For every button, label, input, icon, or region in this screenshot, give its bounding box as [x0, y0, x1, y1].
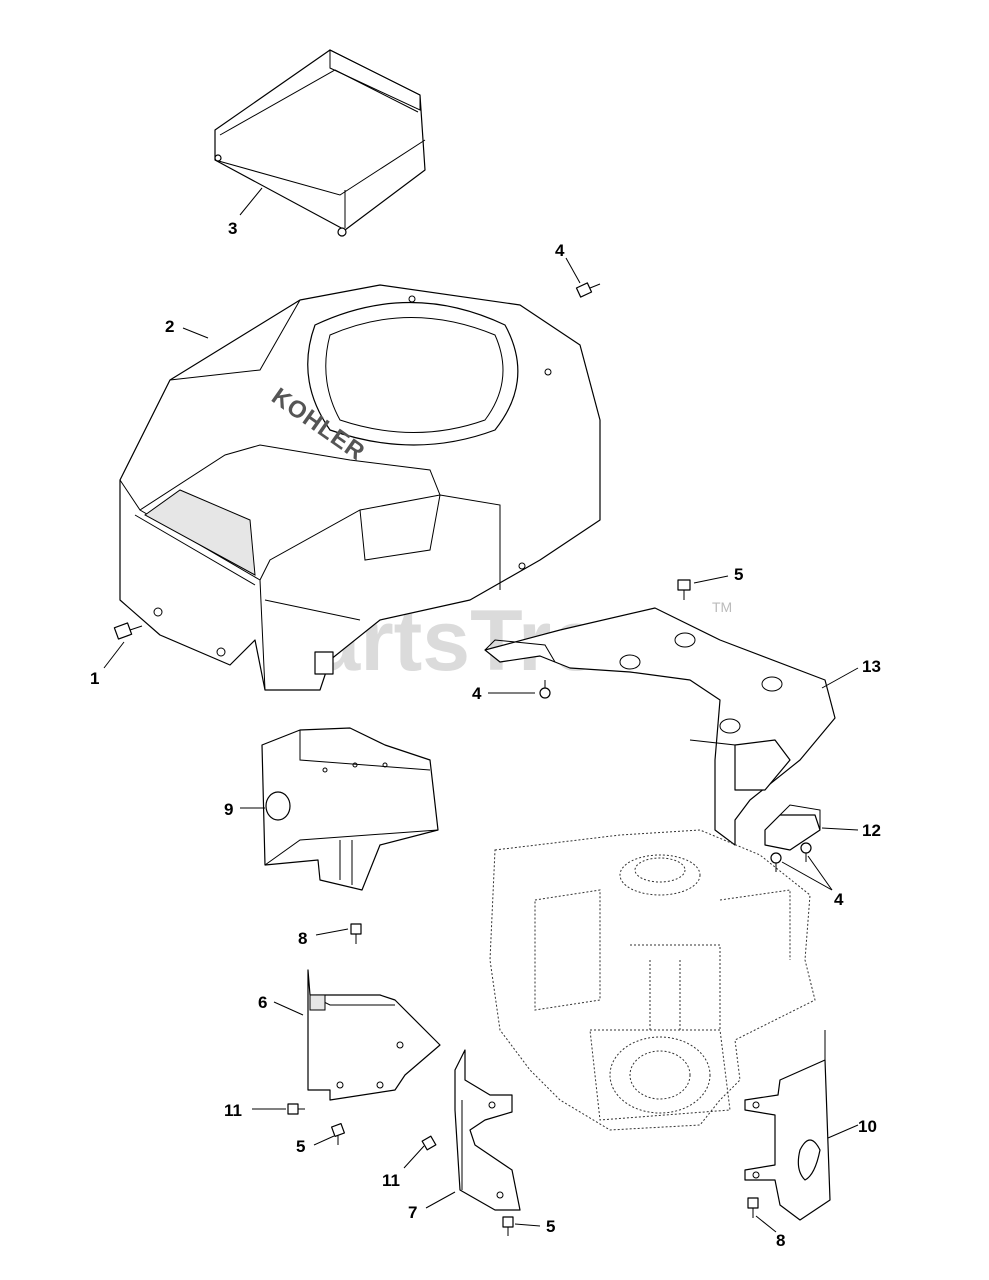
part-4-screw-pair[interactable]: [770, 842, 812, 872]
part-3-cover[interactable]: [214, 49, 426, 237]
callout-5-left[interactable]: 5: [296, 1137, 305, 1156]
callout-11-left[interactable]: 11: [224, 1101, 242, 1120]
callout-4-mid[interactable]: 4: [472, 684, 482, 703]
part-7-bracket[interactable]: [454, 1049, 521, 1211]
callout-11-mid[interactable]: 11: [382, 1171, 400, 1190]
callout-4-top[interactable]: 4: [555, 241, 565, 260]
callout-4-pair[interactable]: 4: [834, 890, 844, 909]
engine-block-outline: [489, 829, 816, 1131]
callout-6[interactable]: 6: [258, 993, 267, 1012]
leader-lines: [103, 187, 859, 1233]
part-13-baffle[interactable]: [484, 607, 836, 846]
callout-5-bottom[interactable]: 5: [546, 1217, 555, 1236]
part-5-screw-upper[interactable]: [677, 579, 691, 600]
part-5-screw-left[interactable]: [330, 1122, 346, 1145]
callout-1[interactable]: 1: [90, 669, 99, 688]
part-4-screw-top[interactable]: [575, 282, 601, 298]
callout-8-lower[interactable]: 8: [776, 1231, 785, 1250]
callout-8-upper[interactable]: 8: [298, 929, 307, 948]
part-2-blower-housing[interactable]: KOHLER: [119, 284, 601, 691]
part-1-screw[interactable]: [113, 622, 143, 640]
part-4-screw-mid[interactable]: [539, 680, 551, 699]
part-12-block[interactable]: [734, 739, 821, 851]
callout-3[interactable]: 3: [228, 219, 237, 238]
part-11-screw-left[interactable]: [287, 1103, 305, 1115]
part-6-bracket[interactable]: [307, 969, 441, 1101]
part-10-bracket[interactable]: [744, 1030, 831, 1221]
callout-7[interactable]: 7: [408, 1203, 417, 1222]
part-11-screw-mid[interactable]: [421, 1135, 437, 1151]
callout-5-upper[interactable]: 5: [734, 565, 743, 584]
part-8-screw-lower[interactable]: [747, 1197, 759, 1218]
part-5-screw-bottom[interactable]: [502, 1216, 514, 1236]
part-9-shroud[interactable]: [261, 727, 439, 891]
callout-9[interactable]: 9: [224, 800, 233, 819]
callout-2[interactable]: 2: [165, 317, 174, 336]
callout-10[interactable]: 10: [858, 1117, 877, 1136]
callout-12[interactable]: 12: [862, 821, 881, 840]
callout-13[interactable]: 13: [862, 657, 881, 676]
part-8-screw-upper[interactable]: [350, 923, 362, 944]
watermark-trademark: TM: [712, 599, 732, 615]
